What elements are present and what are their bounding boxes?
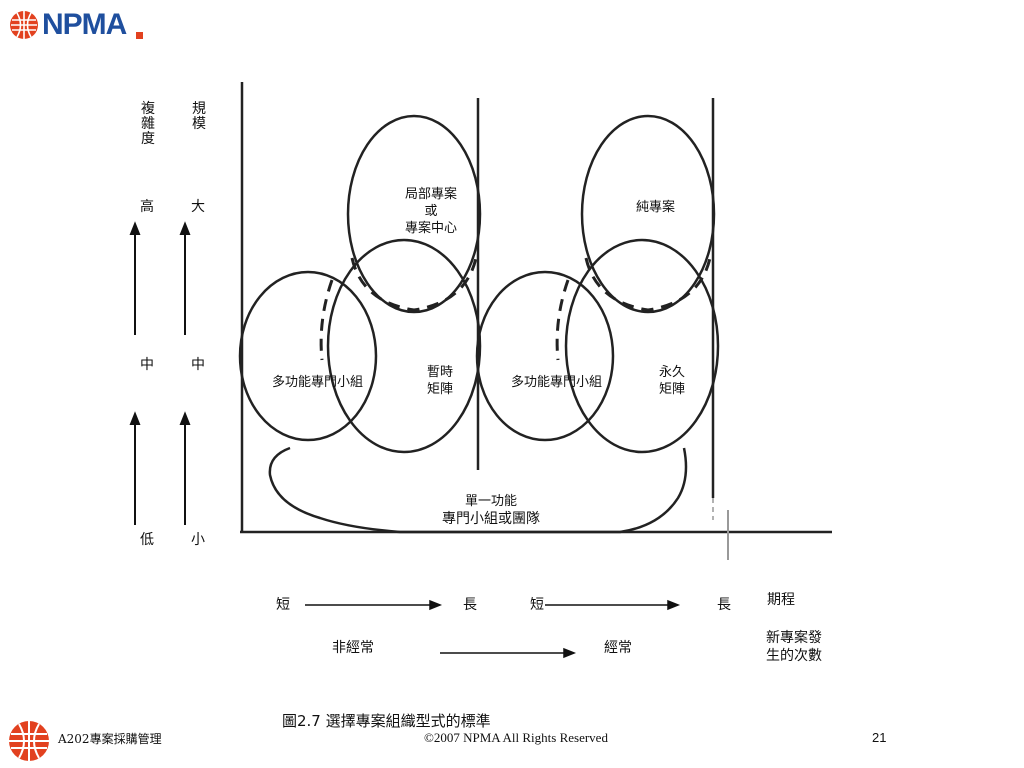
scale-low-label: 小	[191, 532, 205, 548]
single-function-blob	[268, 446, 688, 534]
duration-axis-label: 期程	[767, 592, 795, 608]
page-number: 21	[872, 730, 887, 745]
partial-project-ellipse	[346, 114, 482, 314]
duration-long-label-2: 長	[717, 597, 731, 613]
temporary-matrix-label: 暫時 矩陣	[426, 365, 453, 397]
partial-project-hidden-edge	[350, 257, 478, 312]
scale-mid-label: 中	[191, 357, 205, 373]
recurring-label: 經常	[604, 640, 632, 656]
duration-short-label-2: 短	[530, 597, 544, 613]
frequency-axis-label: 新專案發 生的次數	[766, 630, 822, 664]
duration-short-label-1: 短	[276, 597, 290, 613]
permanent-matrix-hidden-edge	[555, 279, 570, 361]
complexity-low-label: 低	[140, 532, 154, 548]
pure-project-label: 純專案	[636, 200, 676, 215]
scale-axis-label: 規模	[192, 101, 206, 132]
complexity-mid-label: 中	[140, 357, 154, 373]
cross-functional-label-1: 多功能專門小組	[272, 375, 364, 390]
logo-dot	[136, 32, 143, 39]
pure-project-hidden-edge	[584, 257, 712, 312]
pure-project-ellipse	[580, 114, 716, 314]
scale-high-label: 大	[191, 199, 205, 215]
globe-icon	[9, 721, 49, 761]
cross-functional-ellipse-1	[238, 270, 378, 442]
duration-long-label-1: 長	[463, 597, 477, 613]
temporary-matrix-ellipse	[326, 238, 482, 454]
permanent-matrix-ellipse	[564, 238, 720, 454]
npma-logo: NPMA	[8, 6, 148, 46]
footer-copyright: ©2007 NPMA All Rights Reserved	[424, 730, 608, 745]
figure-caption: 圖2.7 選擇專案組織型式的標準	[282, 712, 491, 730]
globe-icon	[10, 11, 38, 39]
complexity-axis-label: 複雜度	[141, 101, 155, 147]
logo-text: NPMA	[42, 8, 127, 41]
partial-project-label: 局部專案 或 專案中心	[404, 187, 457, 236]
permanent-matrix-label: 永久 矩陣	[658, 365, 685, 397]
cross-functional-label-2: 多功能專門小組	[511, 375, 603, 390]
single-function-label: 單一功能 專門小組或團隊	[442, 494, 540, 527]
footer-course-title: A202專案採購管理	[58, 732, 162, 746]
complexity-high-label: 高	[140, 199, 154, 215]
temporary-matrix-hidden-edge	[319, 279, 334, 361]
cross-functional-ellipse-2	[475, 270, 615, 442]
non-recurring-label: 非經常	[332, 640, 374, 656]
footer-globe-logo	[6, 718, 52, 764]
